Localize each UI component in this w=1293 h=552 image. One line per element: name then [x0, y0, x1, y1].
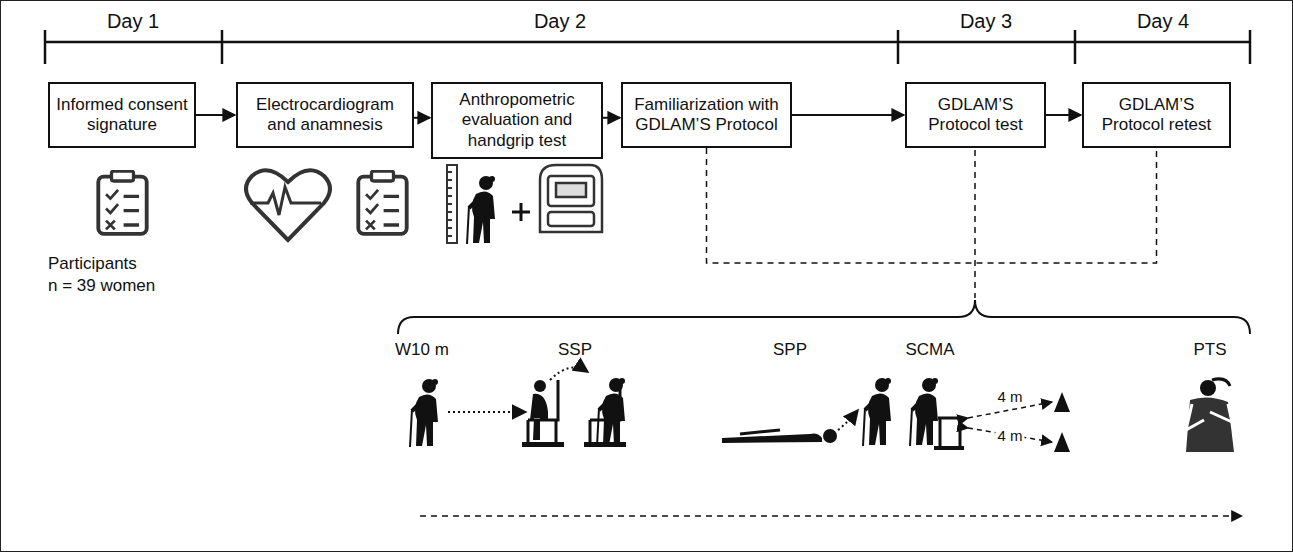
day-label: Day 4: [1137, 10, 1189, 33]
sit-stand-figure-part: [522, 442, 564, 447]
chair-cones-figure-part: [910, 378, 938, 446]
clipboard-icon-part: [98, 171, 146, 234]
ruler-icon-part: [447, 165, 457, 243]
day-bracket: [45, 30, 1250, 64]
reach-behind-figure-part: [1186, 404, 1232, 430]
day-bracket-part: [45, 41, 1250, 44]
heart-ecg-icon: [246, 170, 330, 240]
test-label: PTS: [1193, 340, 1226, 360]
plus-sign: [512, 203, 530, 221]
process-box: Informed consent signature: [48, 82, 196, 148]
reach-behind-figure-part: [1200, 380, 1216, 396]
supine-stand-figure-part: [863, 378, 891, 446]
supine-stand-figure-part: [823, 429, 837, 443]
day-bracket-part: [221, 30, 224, 64]
sit-stand-figure: [522, 368, 626, 448]
box-text: Electrocardiogram and anamnesis: [244, 95, 406, 136]
day-bracket-part: [1249, 30, 1252, 64]
curly-brace: [398, 300, 1250, 334]
sit-stand-figure-part: [528, 380, 558, 444]
supine-stand-figure: [722, 378, 891, 446]
chair-cones-figure-part: [1054, 432, 1070, 452]
distance-label: 4 m: [995, 427, 1024, 444]
box-text: GDLAM’S Protocol test: [913, 95, 1038, 136]
dashed-leader: [974, 150, 976, 298]
reach-behind-figure: [1186, 379, 1234, 452]
dynamometer-icon-part: [548, 176, 594, 206]
sit-stand-figure-part: [534, 380, 546, 392]
sequence-arrow: [420, 515, 1242, 517]
process-box: Anthropometric evaluation and handgrip t…: [431, 82, 603, 159]
chair-cones-figure-part: [938, 418, 960, 446]
heart-ecg-icon-part: [246, 170, 330, 240]
box-text: GDLAM’S Protocol retest: [1090, 95, 1223, 136]
process-box: Familiarization with GDLAM’S Protocol: [621, 82, 792, 148]
chair-cones-figure-part: [934, 446, 964, 450]
process-box: GDLAM’S Protocol retest: [1082, 82, 1231, 148]
flow-arrow: [414, 117, 430, 119]
walk-figure-part: [448, 411, 526, 413]
process-box: GDLAM’S Protocol test: [905, 82, 1046, 148]
day-bracket-part: [897, 30, 900, 64]
dynamometer-icon: [540, 165, 602, 232]
ruler-icon-part: [447, 172, 452, 236]
dashed-leader-part: [974, 150, 976, 298]
chair-cones-figure: [910, 378, 1070, 452]
test-label: SSP: [558, 340, 592, 360]
sit-stand-figure-part: [530, 394, 548, 440]
clipboard-icon: [358, 171, 406, 234]
heart-ecg-icon-part: [250, 187, 321, 215]
flow-arrow: [792, 114, 904, 116]
ruler-icon: [447, 165, 457, 243]
chair-cones-figure-part: [1054, 392, 1070, 412]
box-text: Informed consent signature: [56, 95, 188, 136]
elder-figure: [467, 176, 495, 244]
dynamometer-icon-part: [540, 165, 602, 232]
flow-arrow: [1046, 114, 1081, 116]
clipboard-icon-part: [358, 171, 406, 234]
supine-stand-figure-part: [722, 434, 822, 444]
sit-stand-figure-part: [550, 368, 588, 381]
walk-figure-part: [410, 379, 438, 447]
day-bracket-part: [1074, 30, 1077, 64]
flow-arrow: [196, 114, 235, 116]
supine-stand-figure-part: [838, 410, 858, 430]
clipboard-icon: [98, 171, 146, 234]
dashed-link: [707, 148, 1157, 263]
day-label: Day 3: [960, 10, 1012, 33]
box-text: Anthropometric evaluation and handgrip t…: [439, 90, 595, 151]
participants-note: Participants: [48, 254, 137, 274]
reach-behind-figure-part: [1186, 397, 1234, 452]
process-box: Electrocardiogram and anamnesis: [236, 82, 414, 148]
test-label: SPP: [773, 340, 807, 360]
dynamometer-icon-part: [548, 212, 594, 226]
supine-stand-figure-part: [740, 430, 780, 434]
day-bracket-part: [44, 30, 47, 64]
plus-sign-part: [520, 203, 523, 221]
day-label: Day 2: [534, 10, 586, 33]
day-label: Day 1: [107, 10, 159, 33]
flow-arrow: [603, 117, 620, 119]
test-label: SCMA: [905, 340, 954, 360]
test-label: W10 m: [395, 340, 449, 360]
elder-figure-part: [467, 176, 495, 244]
box-text: Familiarization with GDLAM’S Protocol: [629, 95, 784, 136]
participants-note: n = 39 women: [48, 276, 155, 296]
reach-behind-figure-part: [1212, 379, 1230, 386]
sit-stand-figure-part: [597, 378, 625, 446]
walk-figure: [410, 379, 526, 447]
distance-label: 4 m: [995, 388, 1024, 405]
dynamometer-icon-part: [556, 183, 586, 197]
